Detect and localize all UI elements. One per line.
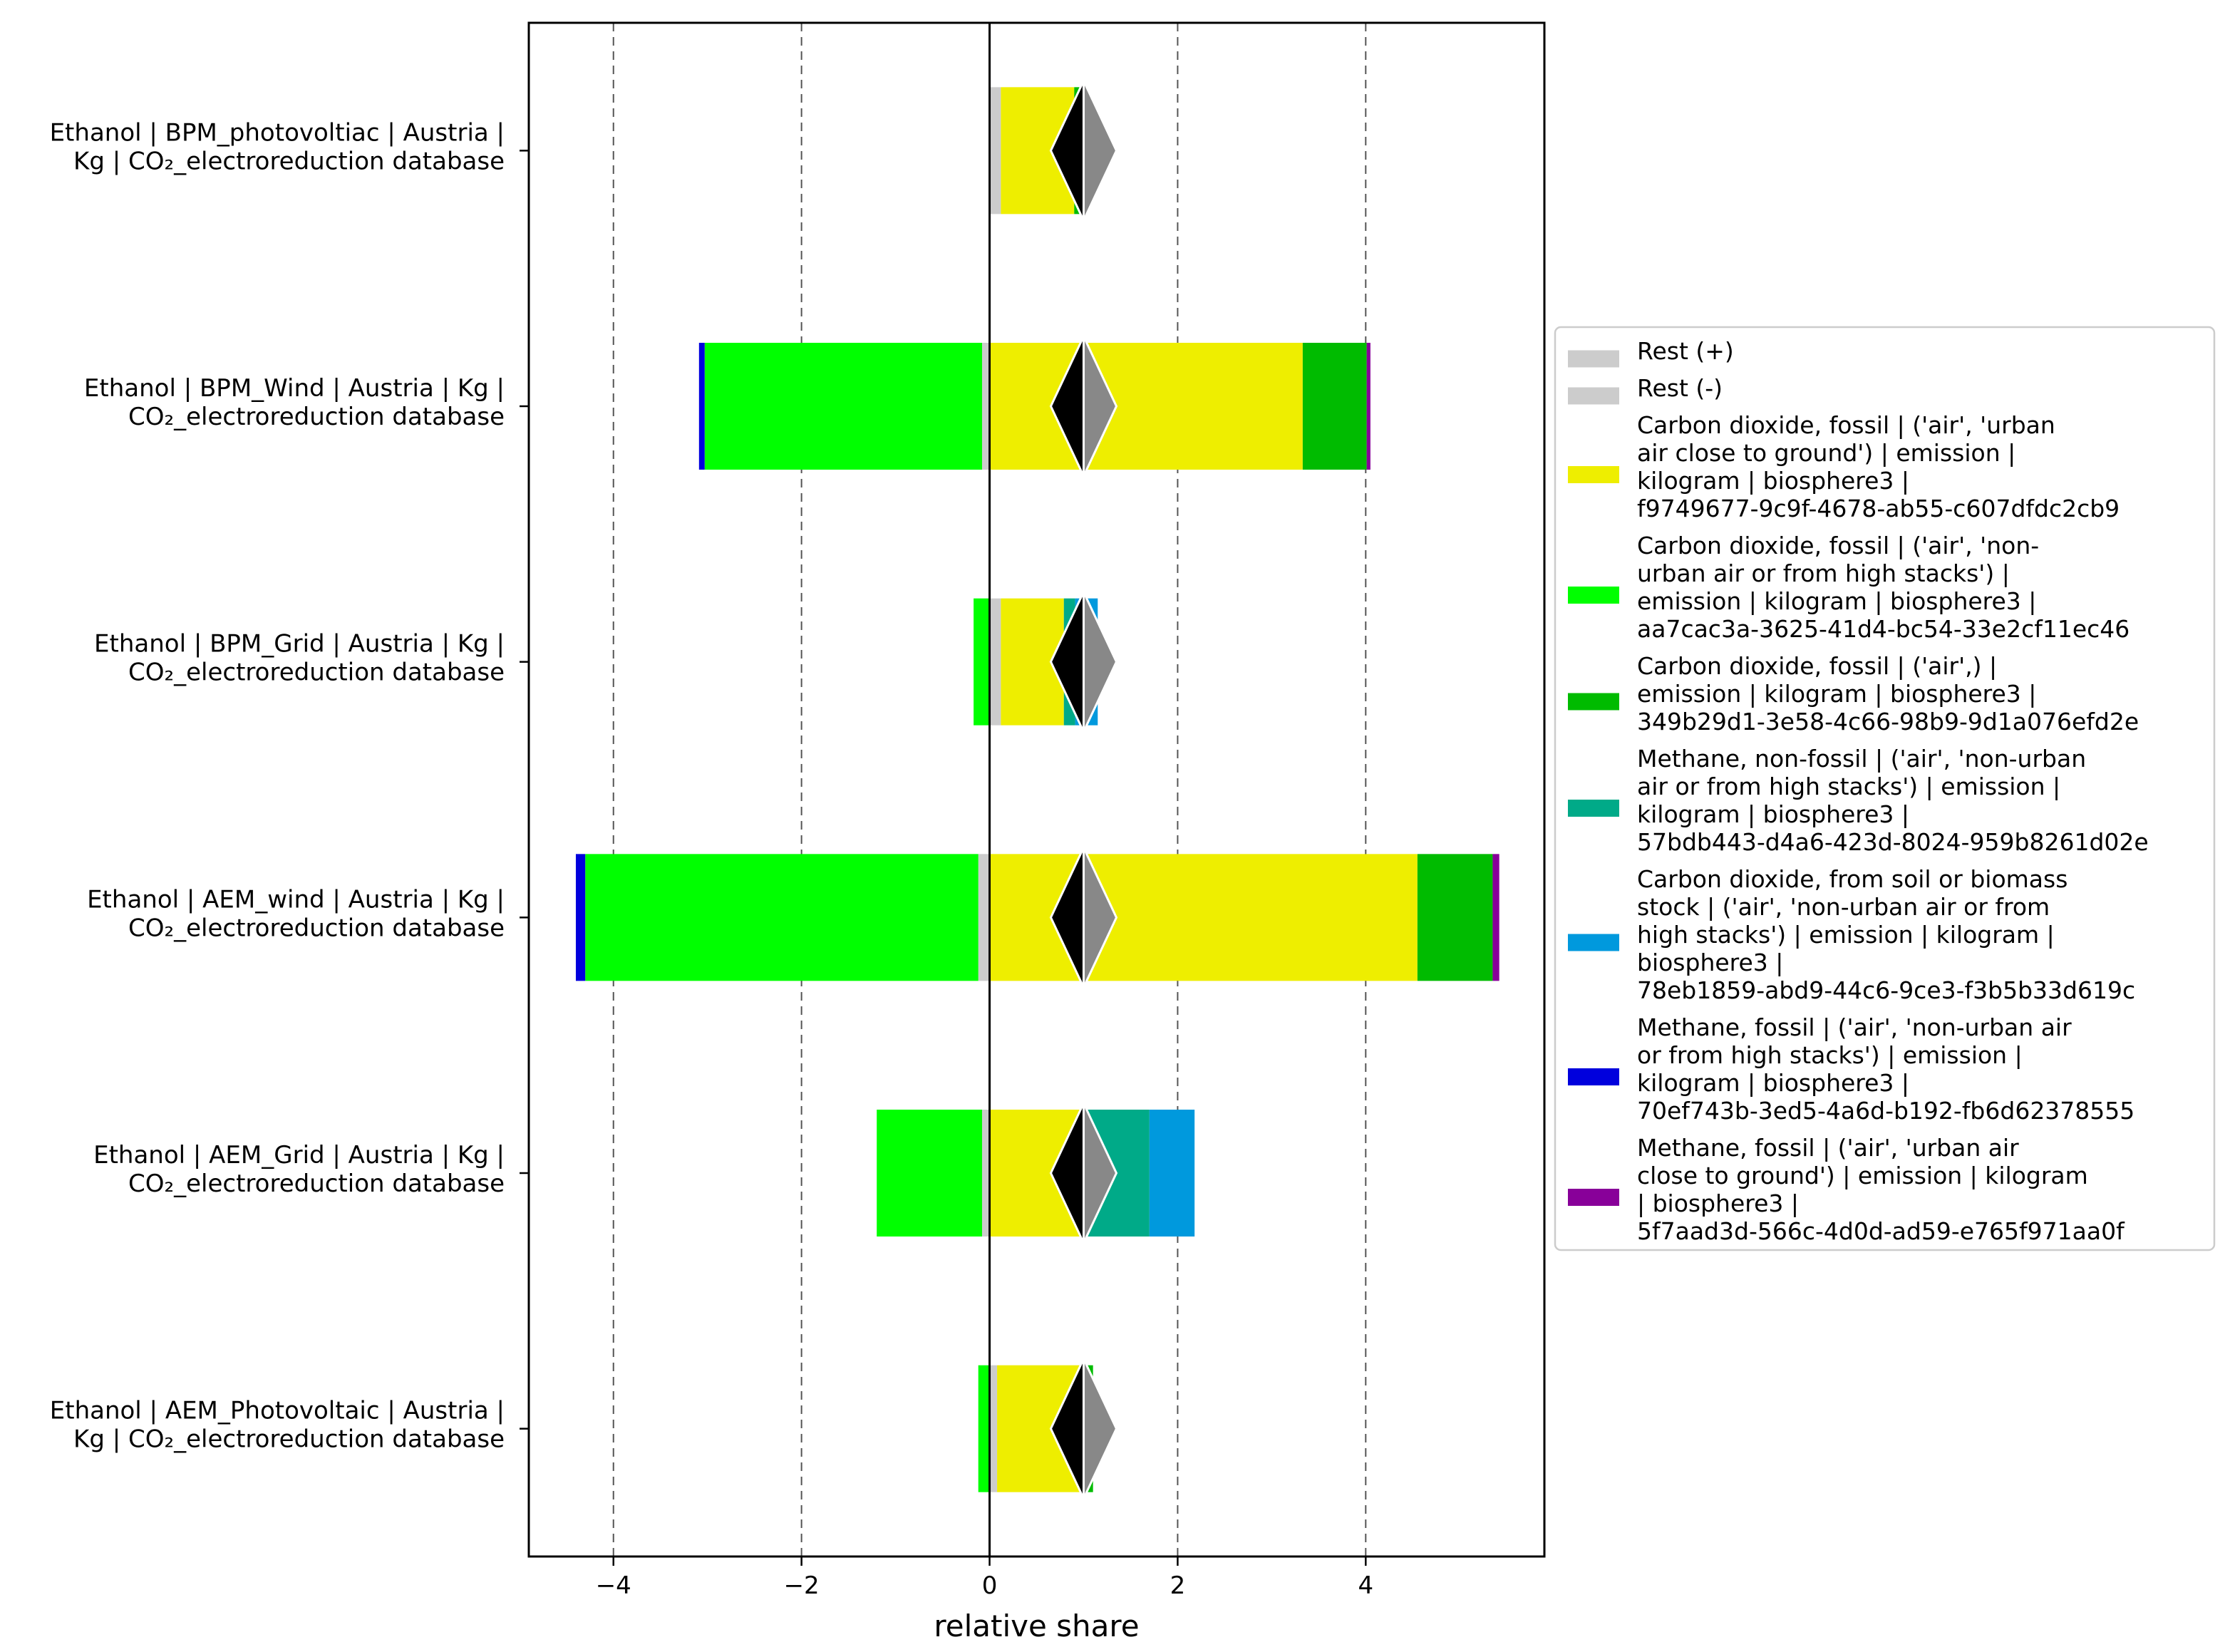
y-tick-label: Ethanol | BPM_photovoltiac | Austria |Kg…: [50, 118, 505, 175]
bar-segment: [575, 854, 586, 981]
y-axis: Ethanol | BPM_photovoltiac | Austria |Kg…: [50, 118, 529, 1454]
bar-segment: [989, 598, 1001, 726]
bar-segment: [989, 343, 1303, 470]
x-tick-label: −4: [596, 1571, 631, 1600]
legend-label: Carbon dioxide, fossil | ('air', 'non-ur…: [1637, 532, 2130, 643]
bar-segment: [989, 1365, 998, 1492]
bar-segment: [704, 343, 982, 470]
legend-swatch: [1568, 800, 1619, 817]
legend-swatch: [1568, 1068, 1619, 1085]
total-marker-right: [1082, 336, 1118, 477]
bar-segment: [978, 1365, 990, 1492]
legend-label: Methane, non-fossil | ('air', 'non-urban…: [1637, 745, 2149, 856]
bar-segment: [585, 854, 979, 981]
legend-swatch: [1568, 466, 1619, 483]
x-tick-label: 2: [1170, 1571, 1186, 1600]
legend-swatch: [1568, 350, 1619, 368]
y-tick-label: Ethanol | AEM_Grid | Austria | Kg |CO₂_e…: [93, 1141, 505, 1198]
x-tick-label: 4: [1358, 1571, 1373, 1600]
x-tick-label: 0: [982, 1571, 998, 1600]
legend: Rest (+) Rest (-) Carbon dioxide, fossil |…: [1554, 326, 2216, 1251]
bar-segment: [1492, 854, 1499, 981]
bar-segment: [877, 1110, 982, 1237]
legend-swatch: [1568, 387, 1619, 405]
bar-segment: [1302, 343, 1367, 470]
x-axis-label: relative share: [934, 1609, 1139, 1643]
legend-label: Rest (+): [1637, 337, 1734, 365]
legend-label: Carbon dioxide, fossil | ('air',) |emiss…: [1637, 652, 2139, 735]
total-marker-right: [1082, 847, 1118, 988]
legend-box: [1554, 326, 2216, 1251]
total-markers: [1049, 80, 1118, 1499]
bar-segment: [989, 87, 1001, 215]
legend-swatch: [1568, 1189, 1619, 1206]
y-tick-label: Ethanol | AEM_wind | Austria | Kg |CO₂_e…: [87, 885, 505, 942]
legend-swatch: [1568, 934, 1619, 951]
legend-swatch: [1568, 693, 1619, 711]
x-axis: −4 −2 0 2 4: [596, 1557, 1373, 1600]
total-marker-right: [1082, 80, 1118, 221]
total-marker-right: [1082, 592, 1118, 733]
legend-label: Methane, fossil | ('air', 'non-urban air…: [1637, 1013, 2134, 1125]
total-marker-right: [1082, 1358, 1118, 1499]
y-tick-label: Ethanol | AEM_Photovoltaic | Austria |Kg…: [50, 1397, 505, 1454]
bars: [575, 87, 1499, 1492]
legend-label: Rest (-): [1637, 374, 1723, 402]
bar-segment: [698, 343, 705, 470]
y-tick-label: Ethanol | BPM_Wind | Austria | Kg |CO₂_e…: [84, 374, 505, 431]
total-marker-right: [1082, 1103, 1118, 1244]
bar-segment: [981, 343, 990, 470]
bar-segment: [1149, 1110, 1195, 1237]
legend-swatch: [1568, 587, 1619, 604]
x-tick-label: −2: [784, 1571, 820, 1600]
bar-segment: [978, 854, 990, 981]
bar-segment: [974, 598, 990, 726]
y-tick-label: Ethanol | BPM_Grid | Austria | Kg |CO₂_e…: [94, 630, 505, 687]
plot-frame: [527, 21, 1546, 1558]
bar-segment: [1417, 854, 1493, 981]
bar-segment: [981, 1110, 990, 1237]
bar-segment: [1366, 343, 1370, 470]
